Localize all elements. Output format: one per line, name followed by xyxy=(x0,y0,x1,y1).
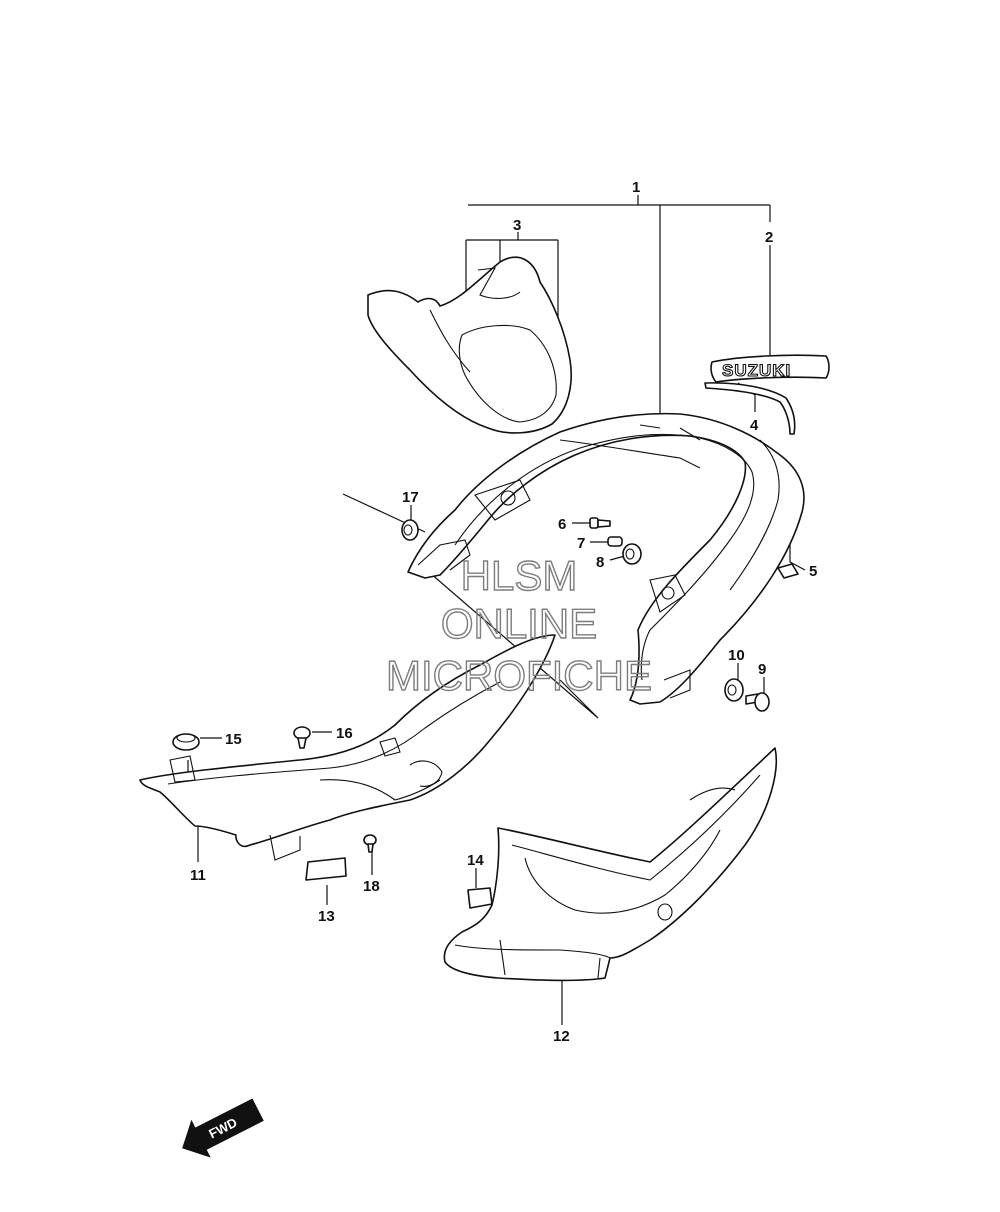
watermark: HLSM ONLINE MICROFICHE xyxy=(385,551,652,699)
watermark-line-3: MICROFICHE xyxy=(386,652,652,699)
callout-12: 12 xyxy=(553,1028,570,1045)
callout-15: 15 xyxy=(225,731,242,748)
part-15-grommet xyxy=(172,733,200,751)
callout-7: 7 xyxy=(577,535,585,552)
part-1-frame-cover xyxy=(407,412,805,705)
callout-18: 18 xyxy=(363,878,380,895)
part-5-clip-nut xyxy=(777,563,799,579)
part-9-bolt xyxy=(745,692,770,712)
callout-17: 17 xyxy=(402,489,419,506)
part-13-pad xyxy=(305,857,347,881)
part-18-screw xyxy=(363,834,377,853)
part-17-grommet xyxy=(401,519,419,541)
part-2-emblem: SUZUKI xyxy=(710,354,830,383)
callout-3: 3 xyxy=(513,217,521,234)
callout-numbers: 1 2 3 4 5 6 7 8 9 10 11 12 13 14 15 16 1… xyxy=(190,179,817,1045)
callout-10: 10 xyxy=(728,647,745,664)
forward-direction-arrow: FWD xyxy=(182,1098,264,1158)
watermark-line-2: ONLINE xyxy=(441,600,597,647)
part-7-washer xyxy=(607,536,623,547)
part-6-screw xyxy=(589,517,611,529)
callout-1: 1 xyxy=(632,179,640,196)
callout-4: 4 xyxy=(750,417,759,434)
part-4-trim-strip xyxy=(704,382,796,435)
callout-6: 6 xyxy=(558,516,566,533)
callout-11: 11 xyxy=(190,867,206,884)
callout-8: 8 xyxy=(596,554,604,571)
callout-14: 14 xyxy=(467,852,484,869)
part-8-cushion xyxy=(622,543,642,565)
watermark-line-1: HLSM xyxy=(461,552,578,599)
arrow-icon xyxy=(182,1098,264,1158)
part-3-tail-cover xyxy=(367,256,572,434)
callout-16: 16 xyxy=(336,725,353,742)
part-11-frame-cover-lower xyxy=(139,634,556,861)
callout-13: 13 xyxy=(318,908,335,925)
callout-2: 2 xyxy=(765,229,773,246)
part-16-rivet xyxy=(293,726,311,749)
emblem-text: SUZUKI xyxy=(722,361,791,380)
callout-9: 9 xyxy=(758,661,766,678)
callout-5: 5 xyxy=(809,563,817,580)
part-14-pad xyxy=(467,887,493,909)
part-12-lower-cover xyxy=(443,747,778,982)
part-10-cushion xyxy=(724,678,744,702)
